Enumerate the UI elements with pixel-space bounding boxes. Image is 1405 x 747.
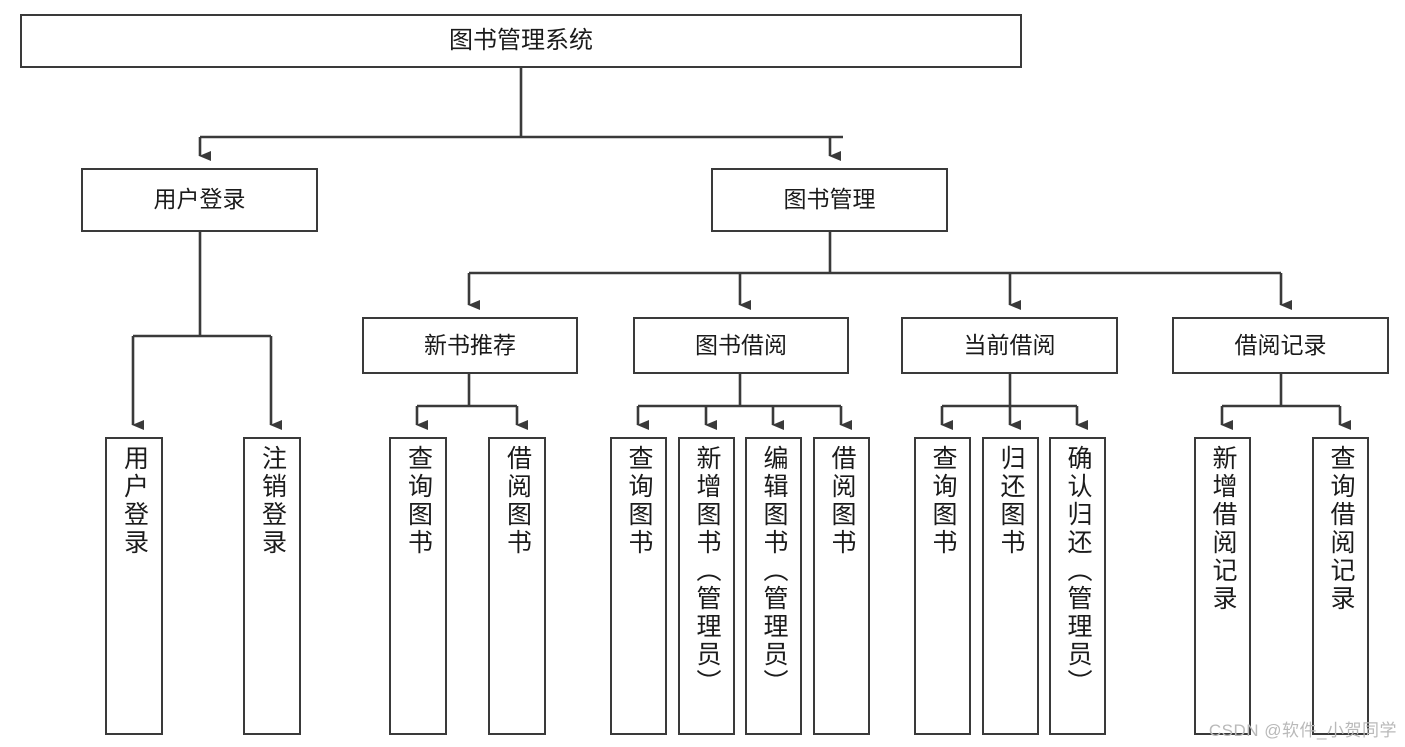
node-label: 查询借阅记录 [1327,445,1355,613]
node-book-borrow[interactable]: 图书借阅 [633,317,849,374]
node-label: 查询图书 [404,445,433,557]
node-label: 借阅图书 [828,445,856,557]
node-label: 当前借阅 [963,331,1056,358]
leaf-add-book-admin[interactable]: 新增图书（管理员） [678,437,735,735]
node-label: 新增借阅记录 [1209,445,1237,613]
leaf-confirm-return-admin[interactable]: 确认归还（管理员） [1049,437,1106,735]
node-current-borrow[interactable]: 当前借阅 [901,317,1118,374]
node-root-book-management-system[interactable]: 图书管理系统 [20,14,1022,68]
leaf-add-borrow-record[interactable]: 新增借阅记录 [1194,437,1251,735]
node-label: 图书管理 [783,186,876,213]
node-label: 图书借阅 [695,331,787,358]
node-label: 查询图书 [929,445,957,557]
node-user-login[interactable]: 用户登录 [81,168,318,232]
leaf-query-borrow-record[interactable]: 查询借阅记录 [1312,437,1369,735]
node-label: 图书管理系统 [449,26,593,54]
leaf-logout[interactable]: 注销登录 [243,437,301,735]
leaf-edit-book-admin[interactable]: 编辑图书（管理员） [745,437,802,735]
node-label: 确认归还（管理员） [1064,445,1092,697]
node-book-management[interactable]: 图书管理 [711,168,948,232]
leaf-query-book-recommend[interactable]: 查询图书 [389,437,447,735]
node-new-book-recommend[interactable]: 新书推荐 [362,317,578,374]
node-label: 查询图书 [625,445,653,557]
node-label: 借阅图书 [503,445,532,557]
leaf-borrow-book[interactable]: 借阅图书 [813,437,870,735]
leaf-user-login[interactable]: 用户登录 [105,437,163,735]
leaf-borrow-book-recommend[interactable]: 借阅图书 [488,437,546,735]
leaf-query-book-current[interactable]: 查询图书 [914,437,971,735]
node-label: 用户登录 [120,445,149,557]
leaf-return-book[interactable]: 归还图书 [982,437,1039,735]
csdn-watermark: CSDN @软件_小贺同学 [1208,721,1397,740]
node-borrow-record[interactable]: 借阅记录 [1172,317,1389,374]
node-label: 新增图书（管理员） [693,445,721,697]
node-label: 借阅记录 [1234,331,1327,358]
node-label: 注销登录 [258,445,287,557]
leaf-query-book-borrow[interactable]: 查询图书 [610,437,667,735]
node-label: 用户登录 [153,186,246,213]
node-label: 新书推荐 [424,331,516,358]
node-label: 编辑图书（管理员） [760,445,788,697]
node-label: 归还图书 [997,445,1025,557]
